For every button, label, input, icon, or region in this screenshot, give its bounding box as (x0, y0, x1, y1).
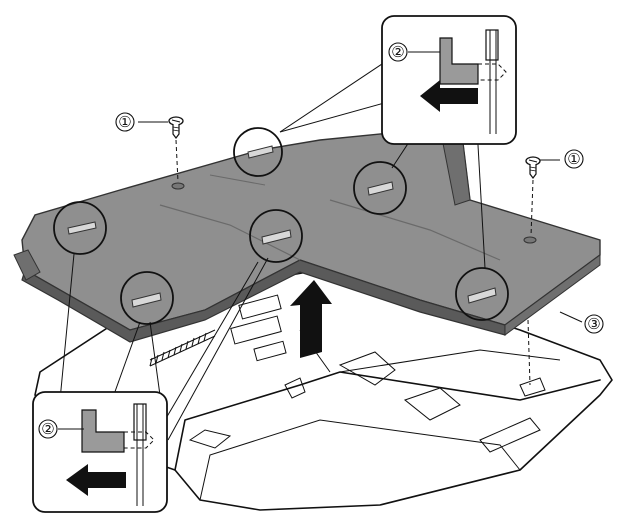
hook-slots (67, 145, 497, 308)
leader-lines (59, 59, 486, 441)
screw-icon (525, 156, 541, 237)
svg-text:③: ③ (587, 315, 600, 333)
svg-text:②: ② (41, 420, 54, 438)
callout-number-circles (38, 42, 604, 439)
callout-circle-icon (120, 271, 174, 325)
callout-circle-icon (233, 127, 283, 177)
screw-icon (168, 116, 184, 183)
callout-circle-icon (353, 161, 407, 215)
svg-text:②: ② (391, 43, 404, 61)
callout-label-screw-right: ① (540, 150, 581, 168)
callout-circle-icon (53, 201, 107, 255)
hook-callout-circles (53, 127, 509, 325)
left-arrow-icon (66, 464, 126, 496)
callout-label-cover: ③ (559, 311, 601, 333)
left-arrow-icon (420, 80, 478, 112)
detail-box-top: ② (381, 15, 517, 145)
callout-circle-icon (455, 267, 509, 321)
detail-box-bottom: ② (32, 391, 168, 513)
svg-text:①: ① (567, 150, 580, 168)
callout-circle-icon (249, 209, 303, 263)
up-arrow-icon (290, 280, 332, 358)
svg-text:①: ① (118, 113, 131, 131)
callout-label-screw-left: ① (118, 113, 168, 131)
